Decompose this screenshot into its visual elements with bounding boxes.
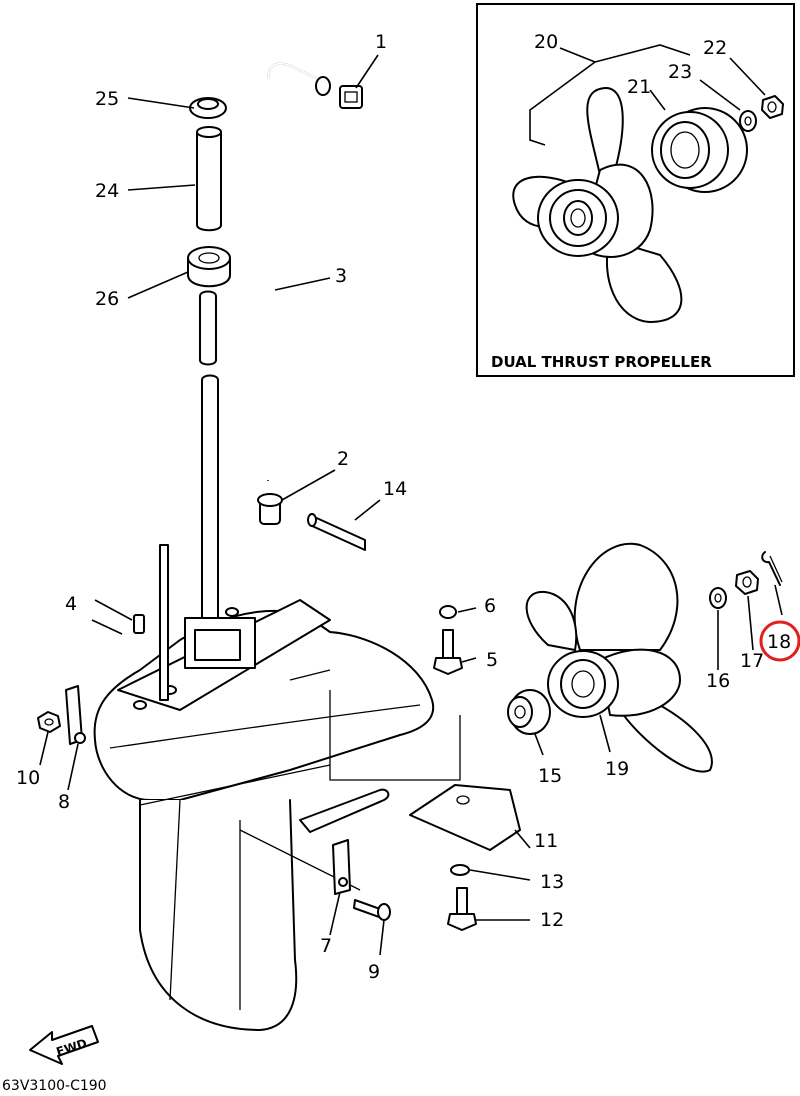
- pin-part-4: [133, 614, 145, 634]
- inset-propeller: [512, 86, 683, 323]
- washer-part-13: [450, 864, 470, 876]
- bolt-part-5: [433, 629, 463, 675]
- fwd-direction-arrow: FWD: [29, 1025, 99, 1065]
- highlight-callout-18: 18: [759, 620, 800, 662]
- nut-part-17: [735, 570, 759, 595]
- bushing-part-26: [187, 246, 231, 288]
- inset-washer-23: [739, 110, 757, 132]
- inset-title: DUAL THRUST PROPELLER: [491, 353, 712, 371]
- grommet-part-2: [257, 493, 283, 525]
- callout-12: 12: [540, 909, 564, 931]
- tube-part-24: [196, 126, 222, 232]
- callout-7: 7: [320, 935, 332, 957]
- callout-5: 5: [486, 649, 498, 671]
- trim-tab-part-11: [409, 784, 521, 851]
- callout-10: 10: [16, 767, 40, 789]
- callout-14: 14: [383, 478, 407, 500]
- callout-16: 16: [706, 670, 730, 692]
- callout-13: 13: [540, 871, 564, 893]
- drive-shaft: [199, 290, 219, 621]
- dual-thrust-propeller-inset: 20 21 22 23 DUAL THRUST PROPELLER: [476, 3, 795, 377]
- anode-part-7: [332, 839, 351, 895]
- highlight-circle: [759, 620, 800, 662]
- inset-thrust-hub: [651, 107, 748, 193]
- callout-6: 6: [484, 595, 496, 617]
- callout-15: 15: [538, 765, 562, 787]
- callout-18: 18: [767, 631, 791, 653]
- bolt-part-9: [353, 899, 391, 921]
- lower-unit-housing: [93, 544, 461, 1031]
- callout-9: 9: [368, 961, 380, 983]
- callout-11: 11: [534, 830, 558, 852]
- key-part-14: [307, 513, 366, 551]
- washer-part-6: [439, 605, 457, 619]
- bolt-part-12: [447, 887, 477, 931]
- callout-23: 23: [668, 61, 692, 83]
- water-tube: [267, 62, 331, 481]
- callout-19: 19: [605, 758, 629, 780]
- callout-24: 24: [95, 180, 119, 202]
- callout-21: 21: [627, 76, 651, 98]
- callout-1: 1: [375, 31, 387, 53]
- propeller-part-19: [525, 542, 713, 773]
- grommet-part-1: [339, 85, 363, 109]
- callout-17: 17: [740, 650, 764, 672]
- inset-nut-22: [761, 95, 784, 119]
- seal-part-25: [189, 97, 227, 119]
- callout-26: 26: [95, 288, 119, 310]
- callout-2: 2: [337, 448, 349, 470]
- callout-25: 25: [95, 88, 119, 110]
- cotter-pin-part-18: [761, 551, 783, 586]
- nut-part-10: [37, 711, 61, 733]
- callout-22: 22: [703, 37, 727, 59]
- callout-4: 4: [65, 593, 77, 615]
- anode-part-8: [65, 685, 86, 745]
- diagram-code: 63V3100-C190: [2, 1078, 107, 1094]
- callout-3: 3: [335, 265, 347, 287]
- leader-lines: [39, 54, 783, 956]
- washer-part-16: [709, 587, 727, 609]
- thrust-hub-part-15: [507, 689, 551, 735]
- callout-8: 8: [58, 791, 70, 813]
- callout-20: 20: [534, 31, 558, 53]
